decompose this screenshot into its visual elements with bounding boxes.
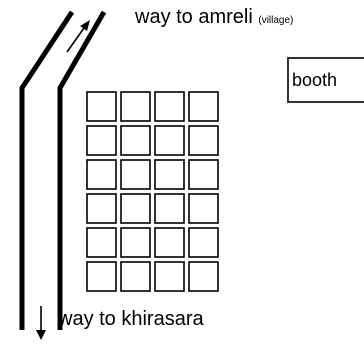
building-cell bbox=[86, 261, 117, 292]
top-road-label-note: (village) bbox=[258, 15, 294, 26]
top-road-label-main: way to amreli bbox=[135, 6, 253, 28]
building-cell bbox=[86, 227, 117, 258]
building-cell bbox=[188, 159, 219, 190]
building-cell bbox=[188, 227, 219, 258]
building-grid bbox=[86, 91, 219, 292]
down-arrow-icon bbox=[36, 306, 46, 340]
building-cell bbox=[86, 125, 117, 156]
building-cell bbox=[120, 125, 151, 156]
building-cell bbox=[188, 91, 219, 122]
building-cell bbox=[120, 159, 151, 190]
booth-box bbox=[287, 57, 364, 103]
building-cell bbox=[154, 193, 185, 224]
building-cell bbox=[188, 193, 219, 224]
building-cell bbox=[86, 91, 117, 122]
building-cell bbox=[120, 91, 151, 122]
building-cell bbox=[120, 227, 151, 258]
building-cell bbox=[188, 261, 219, 292]
top-road-label: way to amreli (village) bbox=[135, 6, 293, 29]
bottom-road-label: way to khirasara bbox=[58, 308, 204, 330]
building-cell bbox=[188, 125, 219, 156]
building-cell bbox=[120, 193, 151, 224]
road-left-line bbox=[19, 10, 75, 330]
building-cell bbox=[154, 159, 185, 190]
building-cell bbox=[154, 125, 185, 156]
building-cell bbox=[86, 159, 117, 190]
building-cell bbox=[86, 193, 117, 224]
building-cell bbox=[154, 91, 185, 122]
building-cell bbox=[154, 261, 185, 292]
road-right-line bbox=[57, 10, 107, 330]
building-cell bbox=[120, 261, 151, 292]
booth-label: booth bbox=[292, 70, 338, 90]
diagonal-up-arrow-icon bbox=[66, 20, 90, 53]
building-cell bbox=[154, 227, 185, 258]
